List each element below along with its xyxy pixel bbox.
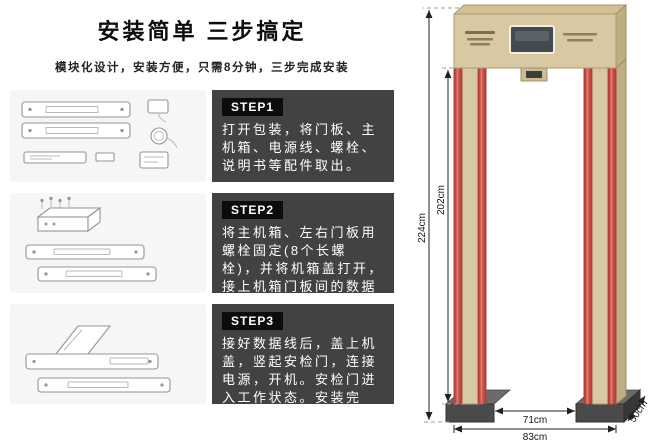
step3-illustration <box>10 304 206 404</box>
control-box-3d <box>36 206 102 233</box>
step1-box: STEP1 打开包装，将门板、主机箱、电源线、螺栓、说明书等配件取出。 <box>212 90 394 182</box>
step3-text: 接好数据线后，盖上机盖，竖起安检门，连接电源，开机。安检门进入工作状态。安装完成… <box>222 336 378 404</box>
gate-right-pillar <box>583 57 627 406</box>
gate-crossbar <box>452 3 628 82</box>
manual-and-parts <box>23 151 169 169</box>
step2-illustration <box>10 193 206 293</box>
dim-outer-height-label: 224cm <box>417 213 428 243</box>
page-title: 安装简单 三步搞定 <box>97 19 307 44</box>
step-row-2: STEP2 将主机箱、左右门板用螺栓固定(8个长螺栓)，并将机箱盖打开，接上机箱… <box>10 193 394 293</box>
step-row-1: STEP1 打开包装，将门板、主机箱、电源线、螺栓、说明书等配件取出。 <box>10 90 394 182</box>
step2-label: STEP2 <box>222 201 284 219</box>
steps-list: STEP1 打开包装，将门板、主机箱、电源线、螺栓、说明书等配件取出。 <box>10 90 394 404</box>
connect-cable-icon <box>25 325 171 393</box>
dim-outer-height: 224cm <box>417 10 433 420</box>
door-panels-flat <box>21 101 131 139</box>
dim-inner-width: 71cm <box>495 407 575 426</box>
extension-lines <box>423 7 481 423</box>
page-subtitle: 模块化设计，安装方便，只需8分钟，三步完成安装 <box>55 62 349 74</box>
step-row-3: STEP3 接好数据线后，盖上机盖，竖起安检门，连接电源，开机。安检门进入工作状… <box>10 304 394 404</box>
install-instructions: 安装简单 三步搞定 模块化设计，安装方便，只需8分钟，三步完成安装 <box>10 19 394 404</box>
crossbar-display <box>509 25 555 54</box>
gate-left-pillar <box>453 67 487 405</box>
open-cover-panel <box>25 325 159 370</box>
dim-outer-width: 83cm <box>453 425 617 442</box>
step1-label: STEP1 <box>222 98 284 116</box>
unpack-parts-icon <box>21 99 178 169</box>
dim-outer-width-label: 83cm <box>523 432 547 442</box>
step3-box: STEP3 接好数据线后，盖上机盖，竖起安检门，连接电源，开机。安检门进入工作状… <box>212 304 394 404</box>
dim-inner-width-label: 71cm <box>523 415 547 426</box>
step3-label: STEP3 <box>222 312 284 330</box>
assemble-bolts-icon <box>25 196 157 282</box>
step2-box: STEP2 将主机箱、左右门板用螺栓固定(8个长螺栓)，并将机箱盖打开，接上机箱… <box>212 193 394 293</box>
security-gate-drawing: 224cm 202cm 50cm 71cm 83cm <box>417 3 650 442</box>
power-adapter-icon <box>147 99 178 149</box>
dim-inner-height: 202cm <box>436 70 452 402</box>
detector-diagram: 224cm 202cm 50cm 71cm 83cm <box>409 0 653 442</box>
step1-text: 打开包装，将门板、主机箱、电源线、螺栓、说明书等配件取出。 <box>222 122 378 173</box>
bolts-icons <box>40 196 71 209</box>
dim-inner-height-label: 202cm <box>436 185 447 215</box>
crossbar-text-marks <box>465 31 597 46</box>
door-panel-flat <box>37 377 171 393</box>
step1-illustration <box>10 90 206 182</box>
ceiling-sensor-unit <box>520 67 548 82</box>
step2-text: 将主机箱、左右门板用螺栓固定(8个长螺栓)，并将机箱盖打开，接上机箱门板间的数据… <box>222 225 384 293</box>
door-panels-flat <box>25 244 157 282</box>
